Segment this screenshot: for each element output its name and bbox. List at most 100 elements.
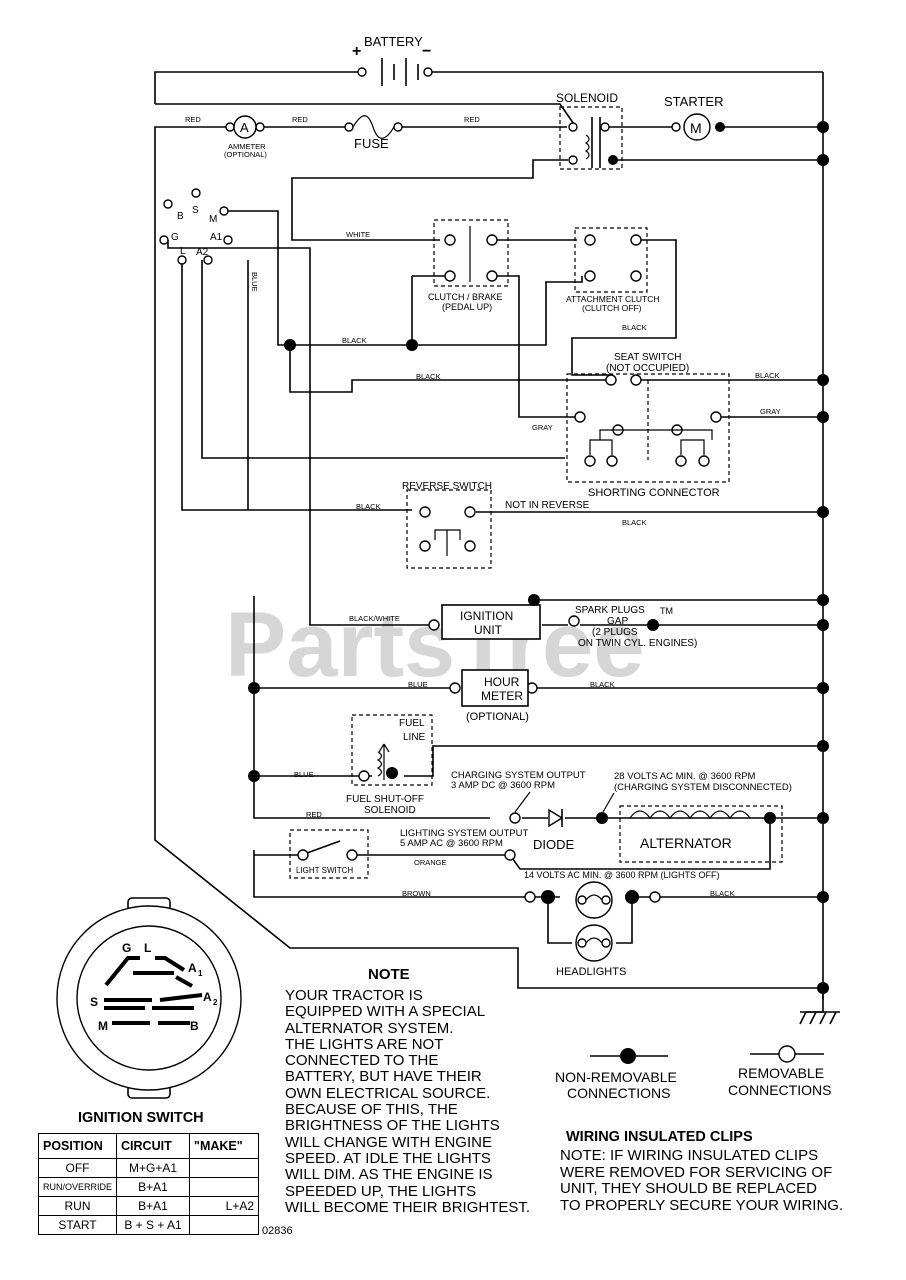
row-position: START [37,1215,118,1235]
wire-black-8: BLACK [710,889,735,898]
header-circuit: CIRCUIT [116,1133,191,1159]
light-switch: LIGHT SWITCH LIGHTING SYSTEM OUTPUT 5 AM… [289,828,720,880]
attachment-clutch-label: ATTACHMENT CLUTCH [566,294,660,304]
lighting-output-2: 5 AMP AC @ 3600 RPM [400,838,503,849]
table-row: RUN B+A1 L+A2 [37,1196,260,1216]
hour-meter-label-2: METER [481,689,523,703]
terminal-a1: A1 [210,232,223,243]
face-m: M [98,1019,108,1033]
solenoid: SOLENOID [556,91,623,170]
table-row: OFF M+G+A1 [37,1158,260,1178]
seat-switch-label: SEAT SWITCH [614,352,681,363]
battery: + − BATTERY [352,34,433,86]
reverse-switch: REVERSE SWITCH NOT IN REVERSE [402,481,590,569]
row-circuit: M+G+A1 [116,1158,191,1178]
junction-dots [248,121,829,994]
volts-28-2: (CHARGING SYSTEM DISCONNECTED) [614,782,792,793]
ammeter-label: AMMETER [228,142,266,151]
row-make [189,1177,260,1197]
face-b: B [190,1019,199,1033]
seat-switch-sub: (NOT OCCUPIED) [606,363,689,374]
row-circuit: B+A1 [116,1196,191,1216]
note-title: NOTE [368,966,410,983]
fuel-solenoid-label-2: SOLENOID [364,805,416,816]
terminal-a2: A2 [196,247,209,258]
plugs-note-2: ON TWIN CYL. ENGINES) [578,638,697,649]
gap-label: GAP [607,616,628,627]
ammeter: A AMMETER (OPTIONAL) [224,115,267,159]
clips-title: WIRING INSULATED CLIPS [566,1129,753,1145]
starter-label: STARTER [664,94,723,109]
ignition-terminal-cluster: B S M G L A1 A2 [159,188,233,265]
header-make: "MAKE" [189,1133,260,1159]
battery-minus: − [422,43,431,60]
seat-switch: SEAT SWITCH (NOT OCCUPIED) SHORTING CONN… [566,352,730,499]
attachment-clutch-sub: (CLUTCH OFF) [582,303,642,313]
ignition-switch-table: POSITION CIRCUIT "MAKE" OFF M+G+A1 RUN/O… [37,1133,260,1235]
ignition-unit-label-1: IGNITION [460,609,513,623]
wire-black-6: BLACK [622,518,647,527]
header-position: POSITION [37,1133,118,1159]
wire-blue-vertical: BLUE [250,272,259,292]
alternator-label: ALTERNATOR [640,835,732,851]
wire-orange: ORANGE [414,858,447,867]
face-a1-sub: 1 [198,969,203,978]
terminal-s: S [192,205,199,216]
face-a2-sub: 2 [213,998,218,1007]
charging-output-1: CHARGING SYSTEM OUTPUT [451,770,586,781]
starter: M STARTER [664,94,725,141]
row-position: RUN [37,1196,118,1216]
lighting-output-1: LIGHTING SYSTEM OUTPUT [400,828,528,839]
drawing-number: 02836 [262,1225,293,1237]
ammeter-optional: (OPTIONAL) [224,150,267,159]
wire-black-5: BLACK [356,502,381,511]
clutch-brake-switch: CLUTCH / BRAKE (PEDAL UP) [428,219,509,312]
row-position: OFF [37,1158,118,1178]
hour-meter-label-1: HOUR [484,675,520,689]
legend-removable-1: REMOVABLE [738,1065,824,1081]
wire-red-4: RED [306,810,322,819]
wire-color-labels: RED RED RED WHITE BLUE BLACK BLACK BLACK… [185,115,781,898]
plugs-note-1: (2 PLUGS [592,627,638,638]
face-g: G [122,941,131,955]
face-a2: A [203,990,212,1004]
charging-output-2: 3 AMP DC @ 3600 RPM [451,780,555,791]
row-make [189,1158,260,1178]
clips-body: NOTE: IF WIRING INSULATED CLIPS WERE REM… [560,1147,844,1214]
wire-blue-1: BLUE [408,680,428,689]
shorting-connector-label: SHORTING CONNECTOR [588,487,720,499]
charging-system: ALTERNATOR DIODE CHARGING SYSTEM OUTPUT … [451,770,792,863]
fuse: FUSE [344,115,403,151]
fuel-solenoid-label-1: FUEL SHUT-OFF [346,794,424,805]
diode-label: DIODE [533,837,575,852]
terminal-g: G [171,232,179,243]
not-in-reverse-label: NOT IN REVERSE [505,500,590,511]
wire-black-3: BLACK [416,372,441,381]
row-make: L+A2 [189,1196,260,1216]
headlights-label: HEADLIGHTS [556,966,626,978]
fuel-label: FUEL [399,718,425,729]
ammeter-symbol: A [240,120,249,135]
terminal-m: M [209,214,217,225]
clutch-brake-label: CLUTCH / BRAKE [428,292,503,302]
ignition-unit-label-2: UNIT [474,623,503,637]
table-header-row: POSITION CIRCUIT "MAKE" [37,1133,260,1159]
volts-14-label: 14 VOLTS AC MIN. @ 3600 RPM (LIGHTS OFF) [524,870,720,880]
line-label: LINE [403,732,426,743]
row-position: RUN/OVERRIDE [37,1177,118,1197]
fuse-label: FUSE [354,136,389,151]
battery-label: BATTERY [364,34,423,49]
wire-black-4: BLACK [755,371,780,380]
face-l: L [144,941,151,955]
face-s: S [90,995,98,1009]
wire-brown: BROWN [402,889,431,898]
watermark: PartsTree [225,594,644,696]
table-row: RUN/OVERRIDE B+A1 [37,1177,260,1197]
wire-red-3: RED [464,115,480,124]
reverse-switch-label: REVERSE SWITCH [402,481,492,492]
clutch-brake-sub: (PEDAL UP) [442,302,492,312]
hour-meter: HOUR METER (OPTIONAL) [449,669,538,723]
headlights: HEADLIGHTS [524,881,661,978]
table-row: START B + S + A1 [37,1215,260,1235]
